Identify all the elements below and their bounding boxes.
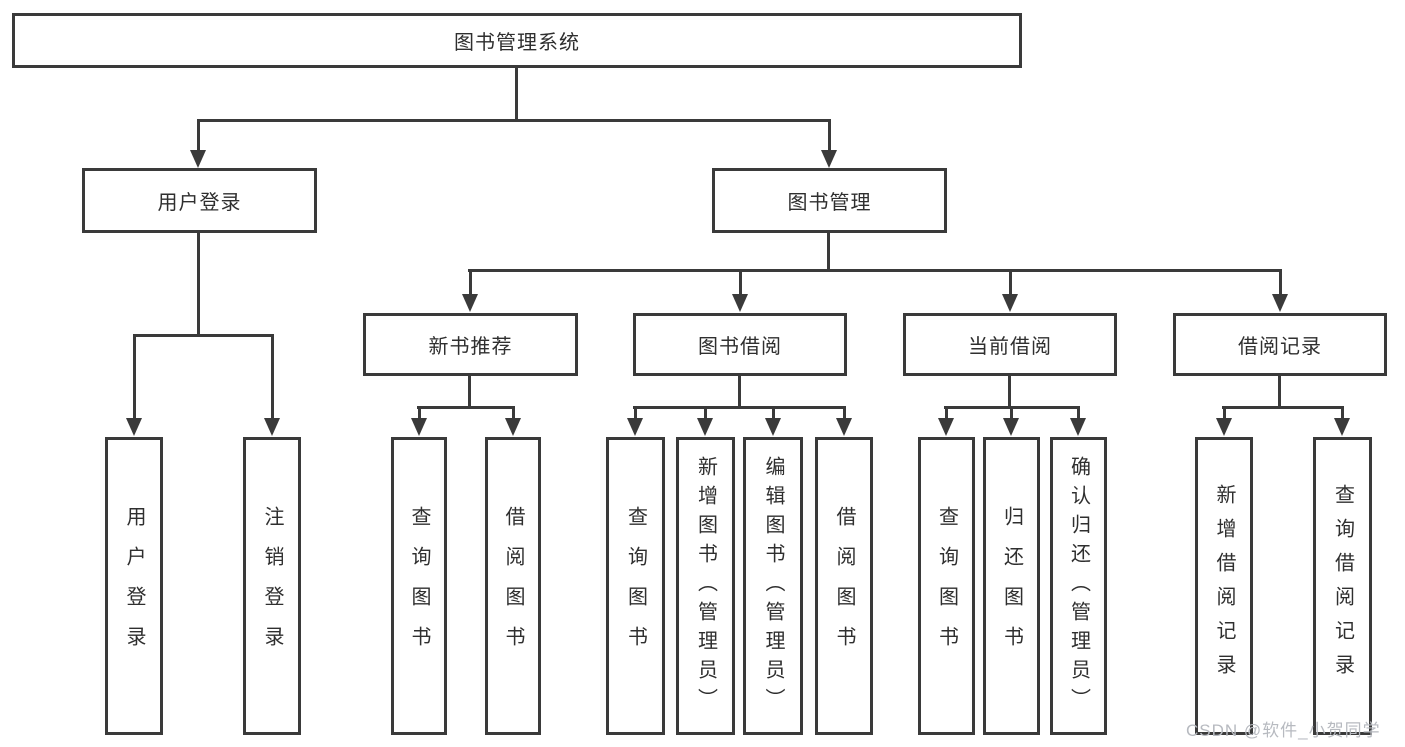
connector-line xyxy=(1222,406,1344,409)
arrow-down-icon xyxy=(821,119,837,168)
node-label: 注销登录 xyxy=(261,506,283,666)
arrow-down-icon xyxy=(505,406,521,436)
node-leaf-br-query-record: 查询借阅记录 xyxy=(1313,437,1372,735)
node-leaf-bb-edit-books-admin: 编辑图书（管理员） xyxy=(743,437,803,735)
node-label: 借阅图书 xyxy=(833,506,855,666)
node-book-borrow: 图书借阅 xyxy=(633,313,847,376)
node-label: 确认归还（管理员） xyxy=(1067,455,1090,717)
node-label: 查询借阅记录 xyxy=(1331,484,1354,688)
node-leaf-bb-borrow-books: 借阅图书 xyxy=(815,437,873,735)
connector-line xyxy=(738,376,741,408)
arrow-down-icon xyxy=(126,334,142,436)
node-label: 查询图书 xyxy=(624,506,647,666)
node-leaf-user-login: 用户登录 xyxy=(105,437,163,735)
node-label: 图书管理 xyxy=(787,192,872,214)
connector-line xyxy=(515,65,518,121)
arrow-down-icon xyxy=(1272,269,1288,312)
connector-line xyxy=(827,233,830,271)
node-label: 用户登录 xyxy=(123,506,145,666)
node-leaf-bb-add-books-admin: 新增图书（管理员） xyxy=(676,437,735,735)
arrow-down-icon xyxy=(938,406,954,436)
arrow-down-icon xyxy=(697,406,713,436)
node-current-borrow: 当前借阅 xyxy=(903,313,1117,376)
connector-line xyxy=(1278,376,1281,408)
arrow-down-icon xyxy=(765,406,781,436)
node-label: 新书推荐 xyxy=(428,336,513,358)
node-label: 编辑图书（管理员） xyxy=(762,455,784,717)
node-label: 查询图书 xyxy=(408,506,430,666)
node-leaf-logout: 注销登录 xyxy=(243,437,301,735)
node-label: 图书管理系统 xyxy=(454,32,580,54)
node-user-login: 用户登录 xyxy=(82,168,317,233)
node-leaf-br-add-record: 新增借阅记录 xyxy=(1195,437,1253,735)
arrow-down-icon xyxy=(190,119,206,168)
connector-line xyxy=(197,233,200,336)
arrow-down-icon xyxy=(462,269,478,312)
arrow-down-icon xyxy=(732,269,748,312)
node-label: 当前借阅 xyxy=(968,336,1052,358)
node-leaf-nbr-query-books: 查询图书 xyxy=(391,437,447,735)
node-book-management: 图书管理 xyxy=(712,168,947,233)
arrow-down-icon xyxy=(264,334,280,436)
arrow-down-icon xyxy=(627,406,643,436)
node-leaf-bb-query-books: 查询图书 xyxy=(606,437,665,735)
node-borrow-records: 借阅记录 xyxy=(1173,313,1387,376)
connector-line xyxy=(417,406,515,409)
node-leaf-cb-return-books: 归还图书 xyxy=(983,437,1040,735)
node-label: 借阅图书 xyxy=(502,506,524,666)
node-label: 归还图书 xyxy=(1000,506,1023,666)
node-label: 图书借阅 xyxy=(698,336,782,358)
arrow-down-icon xyxy=(1070,406,1086,436)
arrow-down-icon xyxy=(411,406,427,436)
node-leaf-nbr-borrow-books: 借阅图书 xyxy=(485,437,541,735)
node-label: 查询图书 xyxy=(935,506,958,666)
arrow-down-icon xyxy=(836,406,852,436)
node-new-book-recommend: 新书推荐 xyxy=(363,313,578,376)
node-label: 用户登录 xyxy=(157,192,242,214)
node-label: 借阅记录 xyxy=(1238,336,1322,358)
connector-line xyxy=(197,119,831,122)
arrow-down-icon xyxy=(1334,406,1350,436)
arrow-down-icon xyxy=(1003,406,1019,436)
node-leaf-cb-confirm-return-admin: 确认归还（管理员） xyxy=(1050,437,1107,735)
connector-line xyxy=(633,406,846,409)
connector-line xyxy=(468,269,1282,272)
watermark-text: CSDN @软件_小贺同学 xyxy=(1186,721,1381,740)
node-leaf-cb-query-books: 查询图书 xyxy=(918,437,975,735)
node-label: 新增借阅记录 xyxy=(1213,484,1235,688)
arrow-down-icon xyxy=(1216,406,1232,436)
connector-line xyxy=(468,376,471,408)
connector-line xyxy=(133,334,274,337)
node-label: 新增图书（管理员） xyxy=(694,455,717,717)
node-library-system: 图书管理系统 xyxy=(12,13,1022,68)
arrow-down-icon xyxy=(1002,269,1018,312)
connector-line xyxy=(1008,376,1011,408)
